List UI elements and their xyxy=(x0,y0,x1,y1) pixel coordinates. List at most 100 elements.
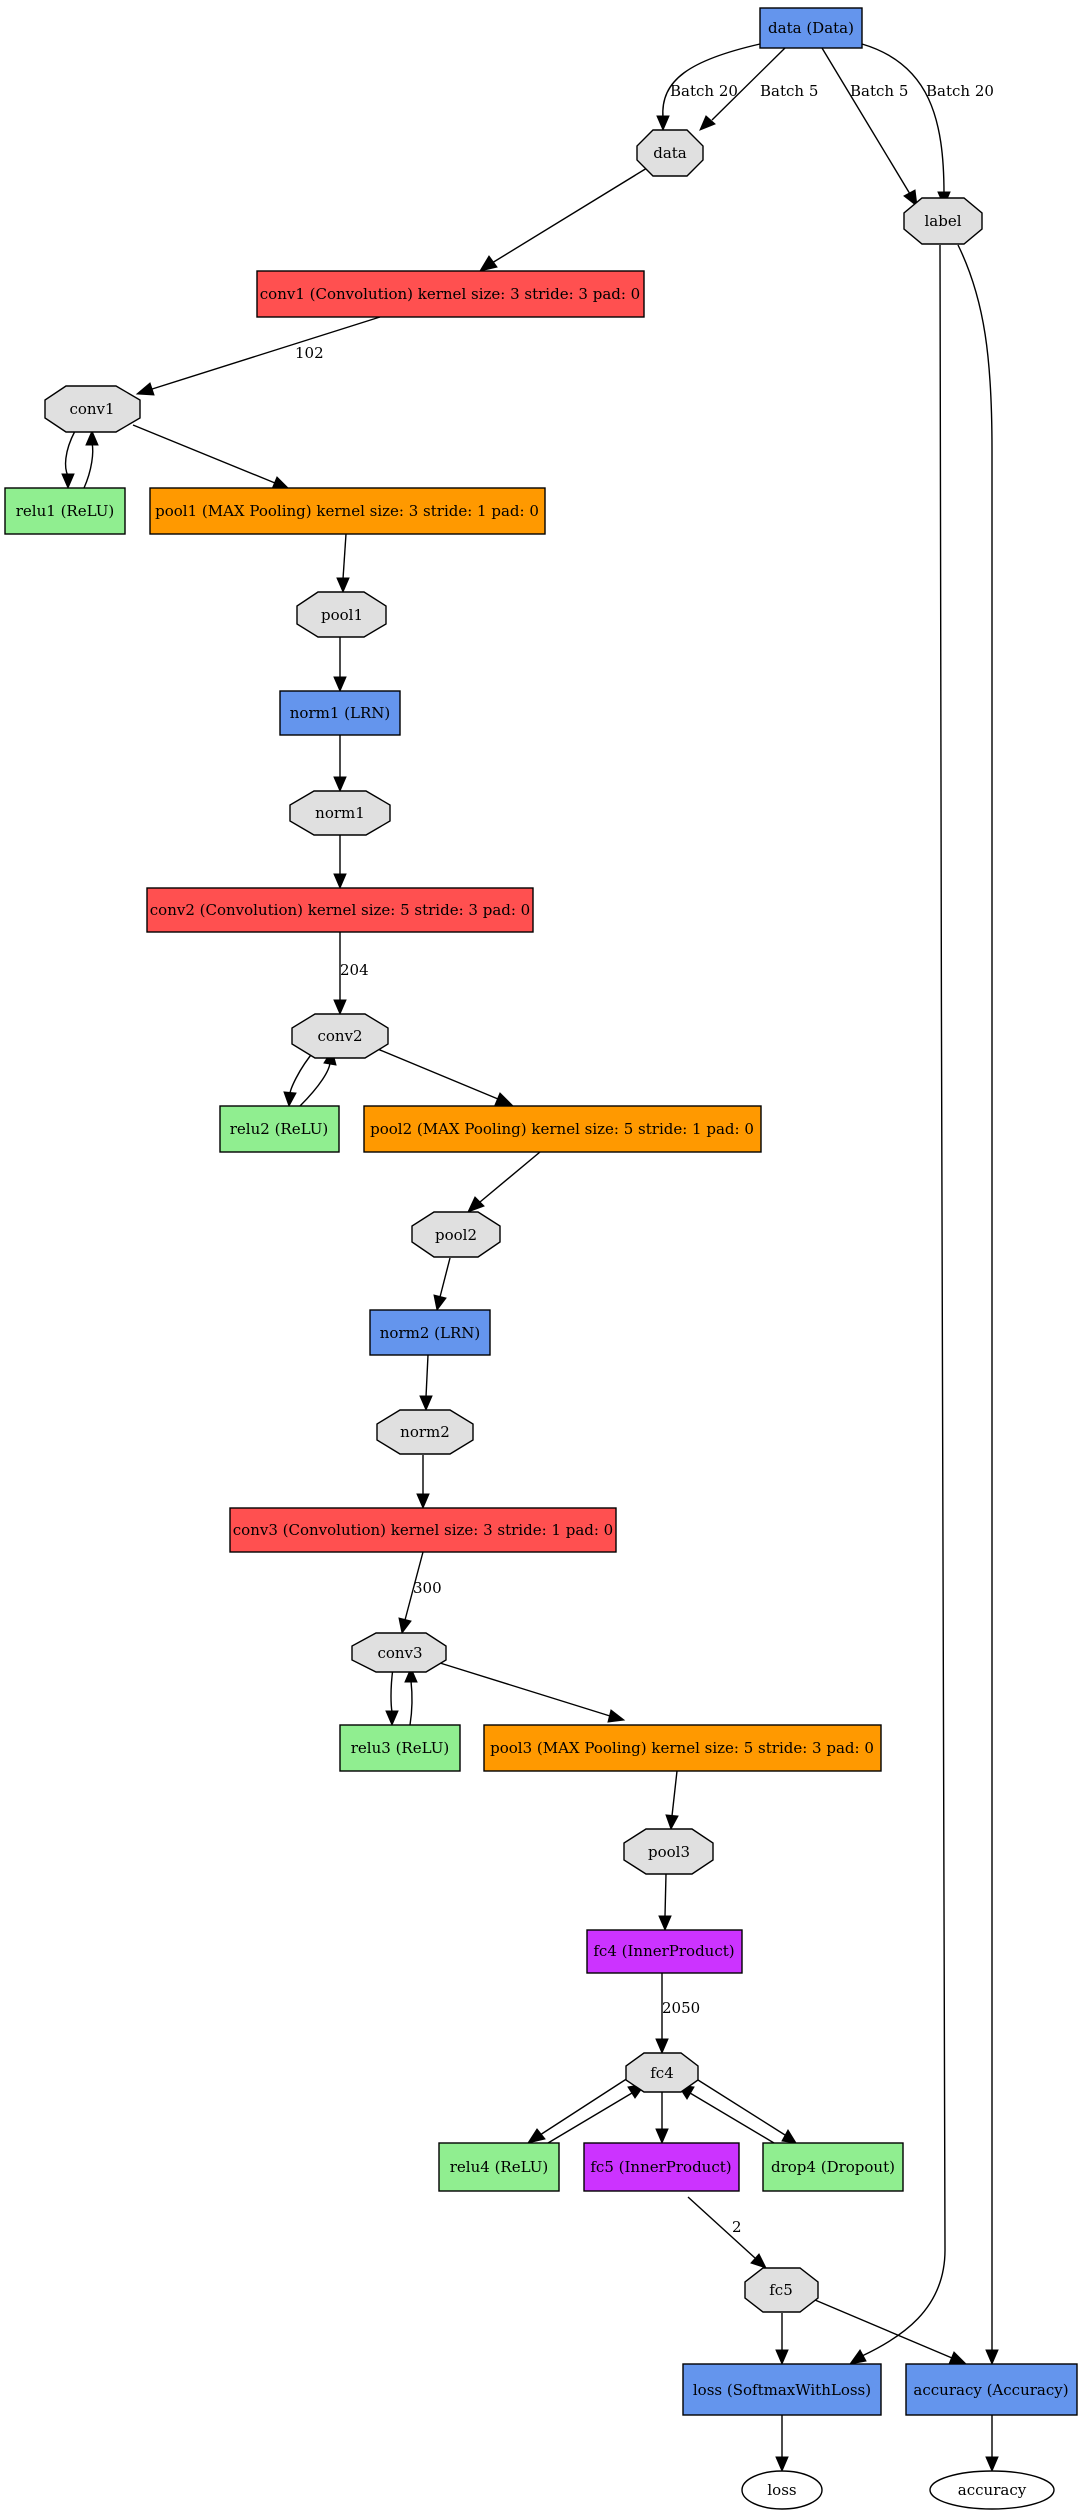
edge-conv1-layer-to-blob xyxy=(148,316,381,391)
edge-data-to-label-batch5 xyxy=(821,47,911,195)
layer-relu3[interactable]: relu3 (ReLU) xyxy=(339,1724,461,1772)
output-loss[interactable]: loss xyxy=(741,2470,823,2510)
blob-norm1[interactable]: norm1 xyxy=(289,790,391,836)
edge-relu2-to-conv2 xyxy=(299,1061,331,1107)
edge-label-batch20-left: Batch 20 xyxy=(670,82,738,100)
layer-accuracy-label: accuracy (Accuracy) xyxy=(913,2381,1068,2399)
blob-data-label: data xyxy=(653,144,687,162)
layer-conv3[interactable]: conv3 (Convolution) kernel size: 3 strid… xyxy=(229,1507,617,1553)
edge-relu1-to-conv1 xyxy=(83,442,94,489)
edge-conv2-to-pool2-layer xyxy=(367,1044,499,1100)
layer-conv2[interactable]: conv2 (Convolution) kernel size: 5 strid… xyxy=(146,887,534,933)
arrowhead xyxy=(775,2456,789,2473)
arrowhead xyxy=(948,2351,968,2365)
blob-conv1-label: conv1 xyxy=(69,400,114,418)
edge-conv3-to-relu3 xyxy=(390,1667,394,1713)
arrowhead xyxy=(478,255,498,272)
blob-fc4[interactable]: fc4 xyxy=(625,2052,699,2093)
layer-relu1[interactable]: relu1 (ReLU) xyxy=(4,487,126,535)
edge-fc4-to-relu4 xyxy=(539,2077,629,2136)
edge-label-batch5-right: Batch 5 xyxy=(850,82,908,100)
blob-norm1-label: norm1 xyxy=(315,804,365,822)
blob-fc5[interactable]: fc5 xyxy=(744,2267,819,2313)
arrowhead xyxy=(526,2128,546,2144)
edge-labels: Batch 20 Batch 5 Batch 5 Batch 20 102 20… xyxy=(295,82,994,2236)
layer-norm1[interactable]: norm1 (LRN) xyxy=(279,690,401,736)
arrowhead xyxy=(781,2129,797,2144)
edge-fc5-to-accuracy xyxy=(814,2299,953,2359)
layer-nodes: data (Data) conv1 (Convolution) kernel s… xyxy=(4,7,1078,2416)
layer-relu2[interactable]: relu2 (ReLU) xyxy=(219,1105,340,1153)
arrowhead xyxy=(656,115,670,132)
arrowhead xyxy=(750,2253,767,2269)
blob-norm2-label: norm2 xyxy=(400,1423,450,1441)
arrowhead xyxy=(658,1915,672,1932)
layer-data[interactable]: data (Data) xyxy=(759,7,863,49)
blob-conv2-label: conv2 xyxy=(317,1027,362,1045)
layer-pool3[interactable]: pool3 (MAX Pooling) kernel size: 5 strid… xyxy=(483,1724,882,1772)
blob-conv2[interactable]: conv2 xyxy=(291,1013,389,1059)
edge-data-to-data-batch5 xyxy=(711,47,786,121)
arrowhead xyxy=(494,1092,514,1106)
layer-pool1[interactable]: pool1 (MAX Pooling) kernel size: 3 strid… xyxy=(149,487,546,535)
arrowhead xyxy=(135,382,155,396)
blob-pool1[interactable]: pool1 xyxy=(296,591,387,638)
arrowhead xyxy=(336,577,350,594)
edge-conv2-to-relu2 xyxy=(289,1049,316,1095)
layer-loss[interactable]: loss (SoftmaxWithLoss) xyxy=(682,2363,882,2416)
arrowhead xyxy=(607,1709,626,1723)
arrowhead xyxy=(61,473,75,490)
edge-label-fc4-size: 2050 xyxy=(662,1999,700,2017)
layer-data-label: data (Data) xyxy=(768,19,854,37)
layer-pool2-label: pool2 (MAX Pooling) kernel size: 5 strid… xyxy=(370,1120,754,1138)
output-nodes: loss accuracy xyxy=(741,2470,1055,2510)
layer-relu4[interactable]: relu4 (ReLU) xyxy=(438,2142,560,2192)
edge-conv1-to-pool1-layer xyxy=(132,424,276,484)
layer-accuracy[interactable]: accuracy (Accuracy) xyxy=(905,2363,1078,2416)
layer-relu2-label: relu2 (ReLU) xyxy=(230,1120,328,1138)
blob-pool2[interactable]: pool2 xyxy=(411,1211,501,1258)
blob-data[interactable]: data xyxy=(636,129,704,177)
blob-conv3[interactable]: conv3 xyxy=(351,1632,447,1673)
arrowhead xyxy=(655,2038,669,2055)
edge-label-conv3-size: 300 xyxy=(413,1579,442,1597)
blob-pool3-label: pool3 xyxy=(648,1843,690,1861)
layer-norm2[interactable]: norm2 (LRN) xyxy=(369,1309,491,1356)
arrowhead xyxy=(655,2128,669,2145)
output-accuracy[interactable]: accuracy xyxy=(929,2470,1055,2510)
layer-pool1-label: pool1 (MAX Pooling) kernel size: 3 strid… xyxy=(155,502,539,520)
blob-norm2[interactable]: norm2 xyxy=(376,1409,474,1455)
edge-pool2-to-norm2 xyxy=(439,1257,451,1298)
arrowhead xyxy=(271,476,291,490)
blob-fc5-label: fc5 xyxy=(769,2281,793,2299)
layer-fc5-label: fc5 (InnerProduct) xyxy=(590,2158,731,2176)
layer-pool2[interactable]: pool2 (MAX Pooling) kernel size: 5 strid… xyxy=(363,1105,762,1153)
arrowhead xyxy=(699,115,716,131)
edge-conv3-to-pool3-layer xyxy=(439,1662,611,1717)
layer-fc5[interactable]: fc5 (InnerProduct) xyxy=(583,2142,740,2192)
arrowhead xyxy=(665,1814,679,1831)
edge-data-to-label-batch20 xyxy=(861,43,945,195)
arrowhead xyxy=(433,1294,447,1312)
layer-drop4[interactable]: drop4 (Dropout) xyxy=(762,2142,904,2192)
arrowhead xyxy=(467,1196,485,1213)
arrowhead xyxy=(775,2349,789,2366)
edge-label-batch20-right: Batch 20 xyxy=(926,82,994,100)
layer-conv3-label: conv3 (Convolution) kernel size: 3 strid… xyxy=(233,1521,613,1539)
layer-fc4[interactable]: fc4 (InnerProduct) xyxy=(586,1929,743,1974)
arrowhead xyxy=(903,189,918,208)
blob-nodes: data label conv1 pool1 norm1 conv2 pool2 xyxy=(44,129,983,2313)
edge-conv1-to-relu1 xyxy=(64,430,76,477)
blob-label[interactable]: label xyxy=(903,197,983,245)
blob-pool3[interactable]: pool3 xyxy=(623,1828,714,1875)
layer-conv1[interactable]: conv1 (Convolution) kernel size: 3 strid… xyxy=(256,270,645,318)
layer-conv2-label: conv2 (Convolution) kernel size: 5 strid… xyxy=(150,901,530,919)
edge-label-to-loss xyxy=(861,244,946,2357)
arrowhead xyxy=(848,2349,867,2365)
blob-pool2-label: pool2 xyxy=(435,1226,477,1244)
layer-relu3-label: relu3 (ReLU) xyxy=(351,1739,449,1757)
blob-fc4-label: fc4 xyxy=(650,2064,674,2082)
edge-fc4-to-drop4 xyxy=(697,2079,786,2136)
layer-relu1-label: relu1 (ReLU) xyxy=(16,502,114,520)
blob-conv1[interactable]: conv1 xyxy=(44,385,141,433)
